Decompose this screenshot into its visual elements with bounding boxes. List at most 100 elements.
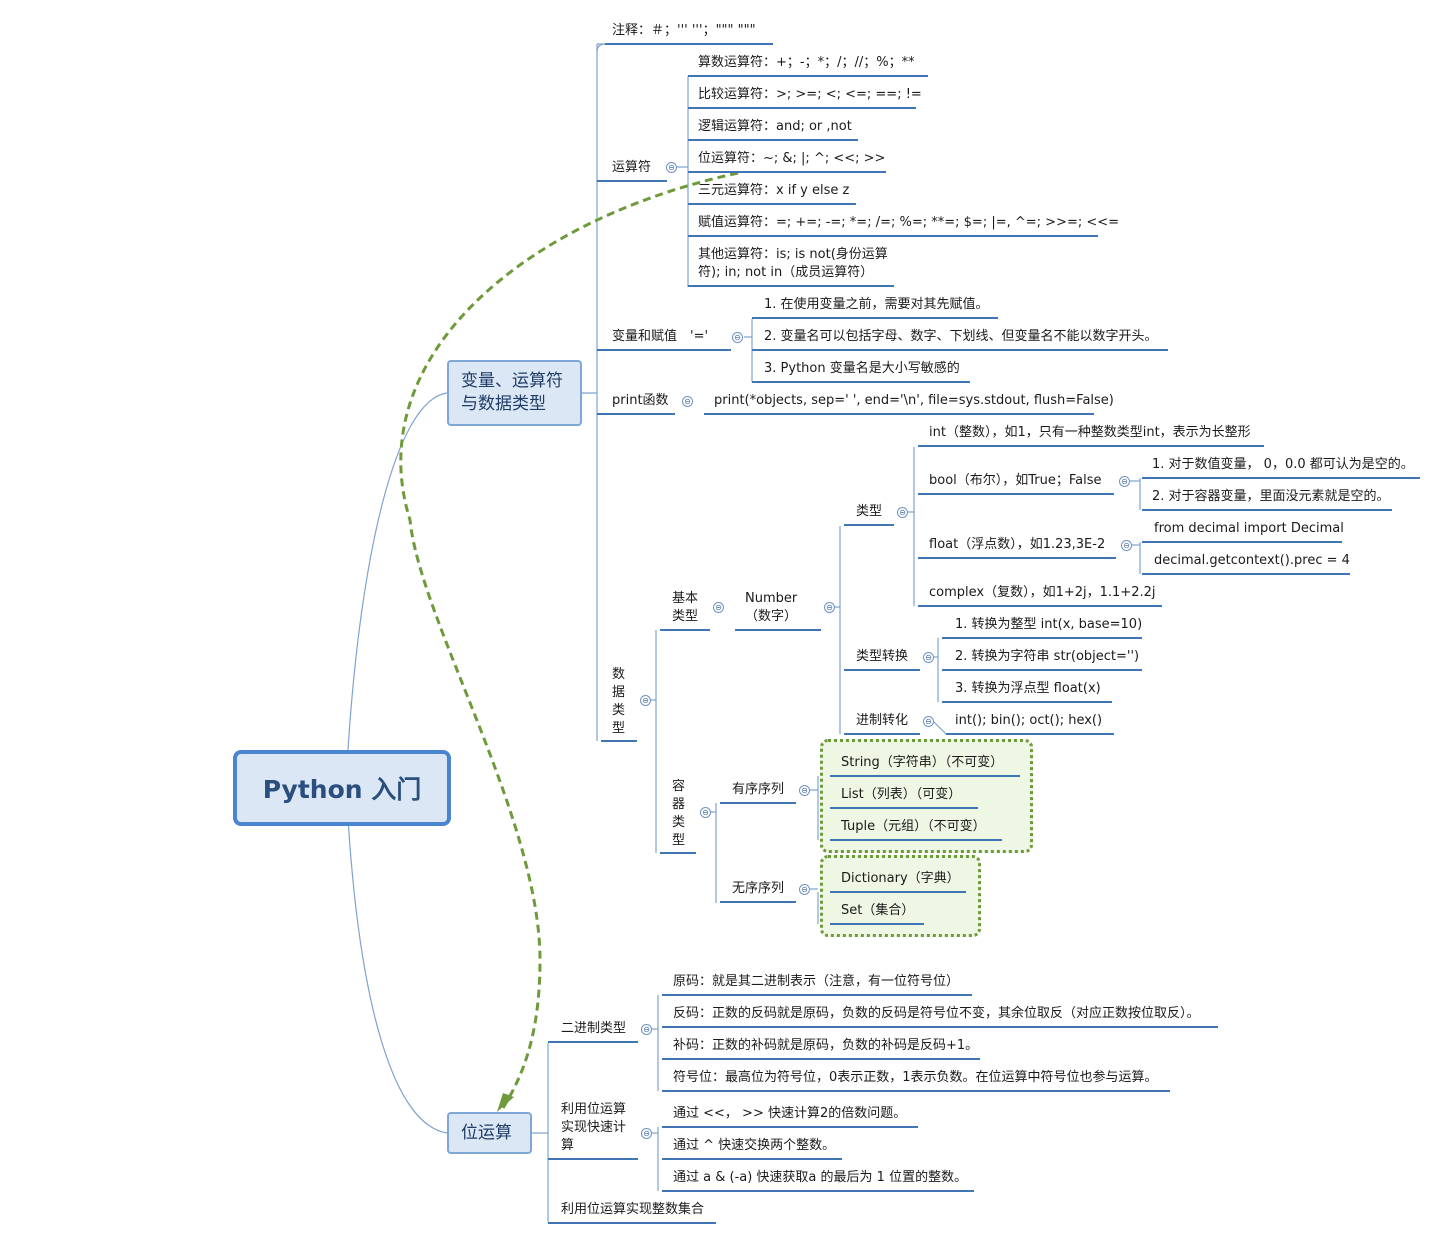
operator-item[interactable]: 比较运算符：>; >=; <; <=; ==; != bbox=[698, 87, 922, 102]
operator-item[interactable]: 其他运算符：is; is not(身份运算符); in; not in（成员运算… bbox=[698, 247, 888, 280]
branch-underline bbox=[662, 1090, 1170, 1092]
variable-rule[interactable]: 1. 在使用变量之前，需要对其先赋值。 bbox=[764, 297, 989, 312]
collapse-toggle[interactable]: ⊖ bbox=[824, 602, 835, 613]
operator-item[interactable]: 算数运算符：+；-；*；/；//；%；** bbox=[698, 55, 915, 70]
unordered-item[interactable]: Dictionary（字典） bbox=[841, 871, 960, 886]
branch-underline bbox=[548, 1158, 638, 1160]
branch-underline bbox=[752, 349, 1168, 351]
branch-underline bbox=[1142, 477, 1420, 479]
branch-underline bbox=[942, 669, 1142, 671]
main-topic-label: 位运算 bbox=[461, 1122, 512, 1143]
bool-type[interactable]: bool（布尔），如True；False bbox=[929, 473, 1102, 488]
float-detail[interactable]: decimal.getcontext().prec = 4 bbox=[1154, 553, 1350, 568]
conversion-node[interactable]: 类型转换 bbox=[856, 649, 909, 664]
float-detail[interactable]: from decimal import Decimal bbox=[1154, 521, 1344, 536]
fast-compute-item[interactable]: 通过 ^ 快速交换两个整数。 bbox=[673, 1138, 836, 1153]
bool-rule[interactable]: 1. 对于数值变量， 0，0.0 都可认为是空的。 bbox=[1152, 457, 1414, 472]
conversion-item[interactable]: 2. 转换为字符串 str(object='') bbox=[955, 649, 1140, 664]
branch-underline bbox=[704, 413, 1094, 415]
operator-item[interactable]: 位运算符：~; &; |; ^; <<; >> bbox=[698, 151, 886, 166]
base-conversion-value[interactable]: int(); bin(); oct(); hex() bbox=[955, 713, 1103, 728]
branch-underline bbox=[1142, 509, 1392, 511]
complex-type[interactable]: complex（复数），如1+2j，1.1+2.2j bbox=[929, 585, 1156, 600]
unordered-sequence-node[interactable]: 无序序列 bbox=[732, 881, 785, 896]
collapse-toggle[interactable]: ⊖ bbox=[682, 396, 693, 407]
main-topic-bit-operations[interactable]: 位运算 bbox=[447, 1112, 532, 1154]
binary-item[interactable]: 反码：正数的反码就是原码，负数的反码是符号位不变，其余位取反（对应正数按位取反）… bbox=[673, 1006, 1200, 1021]
fast-compute-node[interactable]: 利用位运算实现快速计算 bbox=[561, 1102, 627, 1153]
collapse-toggle[interactable]: ⊖ bbox=[897, 507, 908, 518]
fast-compute-item[interactable]: 通过 a & (-a) 快速获取a 的最后为 1 位置的整数。 bbox=[673, 1170, 968, 1185]
conversion-item[interactable]: 3. 转换为浮点型 float(x) bbox=[955, 681, 1101, 696]
collapse-toggle[interactable]: ⊖ bbox=[641, 1024, 652, 1035]
branch-underline bbox=[720, 802, 796, 804]
arrow-head bbox=[497, 1093, 514, 1112]
number-node[interactable]: Number（数字） bbox=[745, 591, 798, 624]
basic-types-node[interactable]: 基本类型 bbox=[672, 591, 699, 624]
float-type[interactable]: float（浮点数），如1.23,3E-2 bbox=[929, 537, 1106, 552]
branch-underline bbox=[1142, 573, 1350, 575]
collapse-toggle[interactable]: ⊖ bbox=[732, 332, 743, 343]
branch-underline bbox=[844, 524, 894, 526]
base-conversion-node[interactable]: 进制转化 bbox=[856, 713, 909, 728]
collapse-toggle[interactable]: ⊖ bbox=[923, 652, 934, 663]
collapse-toggle[interactable]: ⊖ bbox=[923, 716, 934, 727]
integer-set-node[interactable]: 利用位运算实现整数集合 bbox=[561, 1202, 705, 1217]
branch-underline bbox=[662, 994, 972, 996]
branch-underline bbox=[830, 891, 966, 893]
collapse-toggle[interactable]: ⊖ bbox=[666, 162, 677, 173]
binary-item[interactable]: 补码：正数的补码就是原码，负数的补码是反码+1。 bbox=[673, 1038, 979, 1053]
variable-rule[interactable]: 3. Python 变量名是大小写敏感的 bbox=[764, 361, 960, 376]
collapse-toggle[interactable]: ⊖ bbox=[700, 807, 711, 818]
datatypes-node[interactable]: 数据类型 bbox=[612, 667, 626, 736]
binary-item[interactable]: 符号位：最高位为符号位，0表示正数，1表示负数。在位运算中符号位也参与运算。 bbox=[673, 1070, 1158, 1085]
branch-underline bbox=[752, 317, 998, 319]
collapse-toggle[interactable]: ⊖ bbox=[641, 1128, 652, 1139]
collapse-toggle[interactable]: ⊖ bbox=[1121, 540, 1132, 551]
container-types-node[interactable]: 容器类型 bbox=[672, 779, 686, 848]
binary-item[interactable]: 原码：就是其二进制表示（注意，有一位符号位） bbox=[673, 974, 960, 989]
variables-node[interactable]: 变量和赋值 '=' bbox=[612, 329, 709, 344]
collapse-toggle[interactable]: ⊖ bbox=[640, 695, 651, 706]
relationship-arrow bbox=[399, 171, 739, 1109]
branch-underline bbox=[830, 923, 924, 925]
types-node[interactable]: 类型 bbox=[856, 504, 883, 519]
branch-underline bbox=[688, 285, 894, 287]
branch-underline bbox=[605, 43, 773, 45]
collapse-toggle[interactable]: ⊖ bbox=[713, 602, 724, 613]
comment-node[interactable]: 注释：＃；''' '''；""" """ bbox=[612, 23, 756, 38]
binary-types-node[interactable]: 二进制类型 bbox=[561, 1021, 627, 1036]
ordered-item[interactable]: Tuple（元组）（不可变） bbox=[841, 819, 986, 834]
ordered-item[interactable]: List（列表）（可变） bbox=[841, 787, 962, 802]
unordered-item[interactable]: Set（集合） bbox=[841, 903, 915, 918]
branch-underline bbox=[830, 775, 1020, 777]
branch-underline bbox=[662, 1058, 980, 1060]
operator-item[interactable]: 三元运算符：x if y else z bbox=[698, 183, 850, 198]
conversion-item[interactable]: 1. 转换为整型 int(x, base=10) bbox=[955, 617, 1143, 632]
ordered-item[interactable]: String（字符串）（不可变） bbox=[841, 755, 1004, 770]
int-type[interactable]: int（整数），如1，只有一种整数类型int，表示为长整形 bbox=[929, 425, 1251, 440]
operator-item[interactable]: 逻辑运算符：and; or ,not bbox=[698, 119, 852, 134]
branch-underline bbox=[688, 139, 858, 141]
branch-underline bbox=[752, 381, 970, 383]
collapse-toggle[interactable]: ⊖ bbox=[799, 785, 810, 796]
bool-rule[interactable]: 2. 对于容器变量，里面没元素就是空的。 bbox=[1152, 489, 1390, 504]
collapse-toggle[interactable]: ⊖ bbox=[1119, 476, 1130, 487]
root-topic[interactable]: Python 入门 bbox=[233, 750, 451, 826]
operator-item[interactable]: 赋值运算符：=; +=; -=; *=; /=; %=; **=; $=; |=… bbox=[698, 215, 1120, 230]
ordered-sequence-node[interactable]: 有序序列 bbox=[732, 782, 785, 797]
branch-underline bbox=[662, 1190, 974, 1192]
variable-rule[interactable]: 2. 变量名可以包括字母、数字、下划线、但变量名不能以数字开头。 bbox=[764, 329, 1158, 344]
branch-underline bbox=[660, 852, 696, 854]
operators-node[interactable]: 运算符 bbox=[612, 160, 652, 175]
collapse-toggle[interactable]: ⊖ bbox=[799, 884, 810, 895]
branch-underline bbox=[662, 1126, 918, 1128]
fast-compute-item[interactable]: 通过 <<， >> 快速计算2的倍数问题。 bbox=[673, 1106, 907, 1121]
branch-underline bbox=[918, 493, 1114, 495]
branch-underline bbox=[662, 1026, 1218, 1028]
print-signature[interactable]: print(*objects, sep=' ', end='\n', file=… bbox=[714, 393, 1114, 408]
print-node[interactable]: print函数 bbox=[612, 393, 669, 408]
main-topic-variables-operators[interactable]: 变量、运算符与数据类型 bbox=[447, 360, 582, 426]
